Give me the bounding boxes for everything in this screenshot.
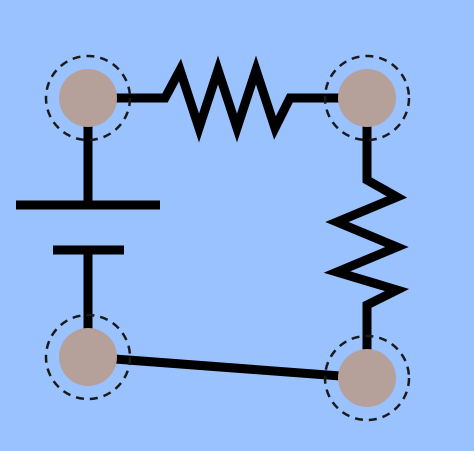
node-dot xyxy=(338,69,396,127)
node-top-right[interactable] xyxy=(323,54,411,142)
node-selection-ring xyxy=(44,54,132,142)
node-selection-ring xyxy=(323,54,411,142)
node-dot xyxy=(59,328,117,386)
node-bottom-left[interactable] xyxy=(44,313,132,401)
node-top-left[interactable] xyxy=(44,54,132,142)
resistor-top[interactable] xyxy=(88,55,367,143)
node-dot xyxy=(338,349,396,407)
node-dot xyxy=(59,69,117,127)
wire-bottom[interactable] xyxy=(87,352,368,383)
node-bottom-right[interactable] xyxy=(323,334,411,422)
resistor-right[interactable] xyxy=(323,98,410,378)
node-selection-ring xyxy=(323,334,411,422)
node-selection-ring xyxy=(44,313,132,401)
